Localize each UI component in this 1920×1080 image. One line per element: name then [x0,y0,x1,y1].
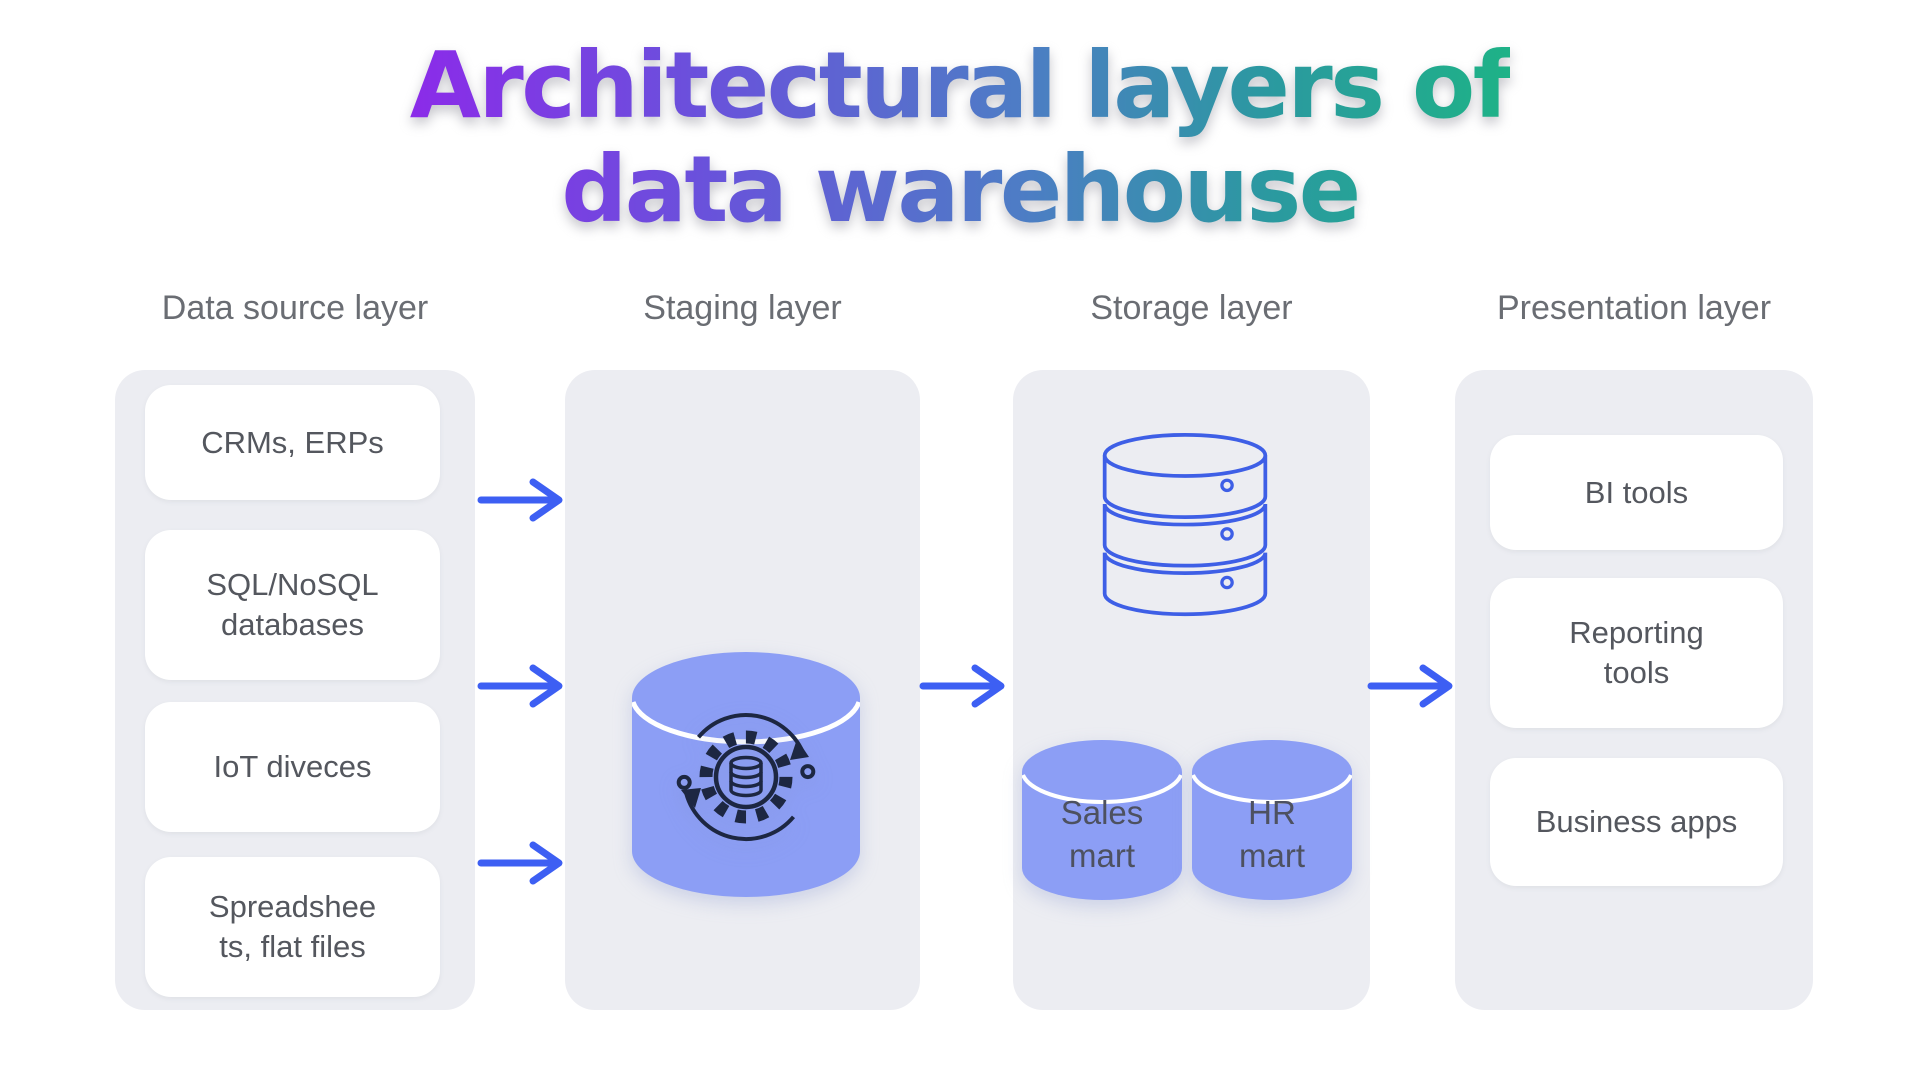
card-bi-tools: BI tools [1490,435,1783,550]
etl-gear-database-sync-icon [666,697,826,857]
data-source-layer-header: Data source layer [161,289,429,327]
flow-arrow-staging-to-storage [919,664,1005,708]
flow-arrow-storage-to-presentation [1367,664,1453,708]
hr-mart-cylinder: HR mart [1192,740,1352,900]
column-presentation-layer: Presentation layer BI tools Reporting to… [1455,288,1813,1010]
storage-layer-header: Storage layer [1090,289,1293,327]
data-source-panel: CRMs, ERPs SQL/NoSQL databases IoT divec… [115,370,475,1010]
staging-layer-header: Staging layer [643,289,842,327]
card-reporting-tools: Reporting tools [1490,578,1783,728]
card-sql-nosql-databases: SQL/NoSQL databases [145,530,440,680]
card-business-apps: Business apps [1490,758,1783,886]
column-staging-layer: Staging layer [565,288,920,1010]
card-spreadsheets-flat-files: Spreadshee ts, flat files [145,857,440,997]
hr-mart-label: HR mart [1239,794,1305,874]
flow-arrow-source-to-staging-3 [477,841,563,885]
sales-mart-cylinder: Sales mart [1022,740,1182,900]
title-line-1: Architectural layers of [409,32,1511,139]
staging-database-cylinder [632,652,860,897]
column-data-source-layer: Data source layer CRMs, ERPs SQL/NoSQL d… [115,288,475,1010]
presentation-layer-header: Presentation layer [1496,289,1772,327]
presentation-panel: BI tools Reporting tools Business apps [1455,370,1813,1010]
card-crms-erps: CRMs, ERPs [145,385,440,500]
page-title: Architectural layers of data warehouse [0,34,1920,242]
sales-mart-label: Sales mart [1060,794,1144,874]
staging-panel [565,370,920,1010]
column-storage-layer: Storage layer [1013,288,1370,1010]
flow-arrow-source-to-staging-1 [477,478,563,522]
flow-arrow-source-to-staging-2 [477,664,563,708]
title-line-2: data warehouse [561,136,1359,243]
database-stack-icon [1100,433,1270,623]
storage-panel: Sales mart HR mart [1013,370,1370,1010]
card-iot-devices: IoT diveces [145,702,440,832]
